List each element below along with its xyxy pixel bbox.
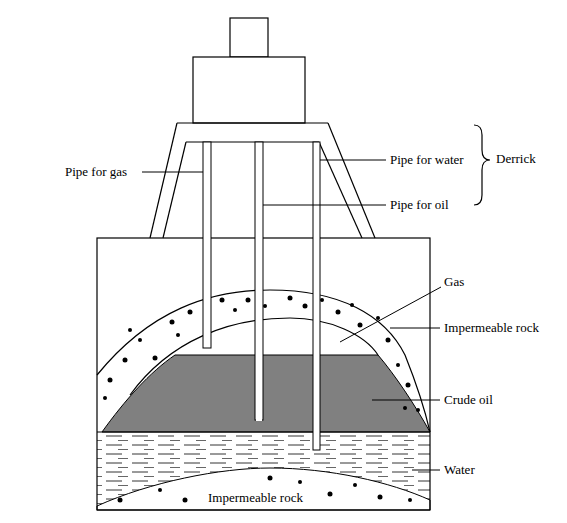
crude-oil [102,355,430,432]
part-label: Derrick [496,151,536,166]
derrick-housing [193,57,305,123]
part-label: Gas [444,274,464,289]
bottom-rock [97,468,430,510]
oil-pipe [255,142,263,420]
part-label: Pipe for water [390,152,464,167]
derrick-top [230,18,268,57]
part-label: Water [444,462,475,477]
water-pipe [313,142,320,450]
derrick-brace [474,125,490,205]
part-label: Impermeable rock [444,320,539,335]
part-label: Crude oil [444,392,493,407]
gas-pipe [203,142,211,348]
water-region [97,432,430,510]
part-label: Pipe for oil [390,197,449,212]
part-label: Impermeable rock [206,490,305,505]
part-label: Pipe for gas [65,164,127,179]
